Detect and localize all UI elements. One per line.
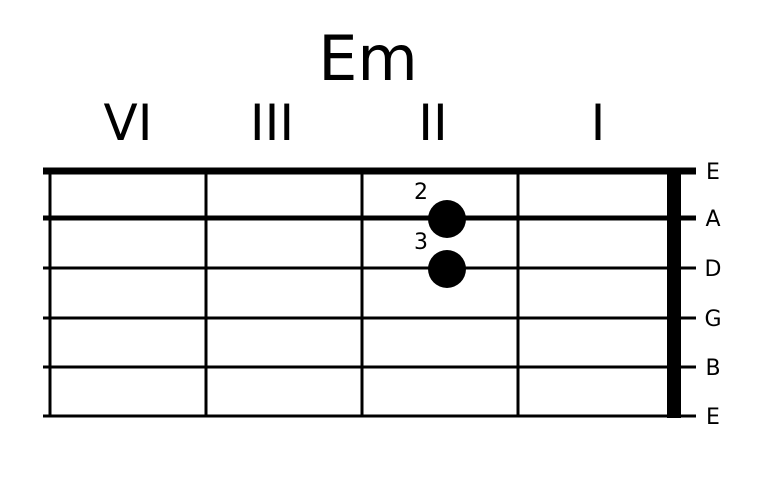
position-label: III: [250, 94, 294, 152]
string-label: B: [705, 356, 720, 381]
string-label: D: [705, 257, 722, 282]
chord-title: Em: [318, 22, 418, 95]
finger-dots: 23: [414, 180, 466, 288]
finger-number: 3: [414, 230, 428, 255]
fretboard-grid: [43, 167, 696, 418]
finger-number: 2: [414, 180, 428, 205]
string-label: A: [705, 207, 720, 232]
position-label: VI: [104, 94, 153, 152]
string-label: G: [704, 307, 721, 332]
finger-dot: [428, 200, 466, 238]
position-label: I: [591, 94, 606, 152]
string-label: E: [706, 160, 720, 185]
nut: [667, 168, 681, 418]
string-label: E: [706, 405, 720, 430]
position-label: II: [418, 94, 448, 152]
finger-dot: [428, 250, 466, 288]
